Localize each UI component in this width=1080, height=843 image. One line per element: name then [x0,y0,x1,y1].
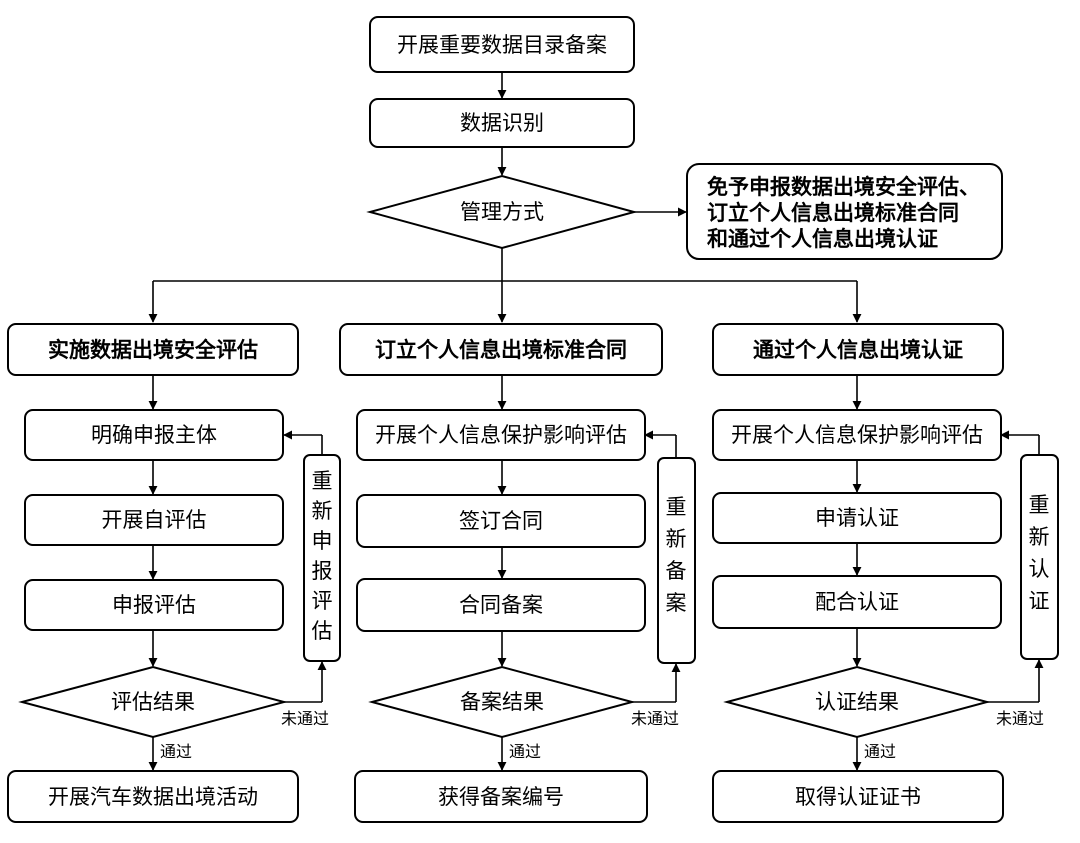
right-step1: 开展个人信息保护影响评估 [712,409,1002,461]
right-title-label: 通过个人信息出境认证 [753,338,963,362]
right-decision-label: 认证结果 [815,690,899,714]
node-exempt-line1: 免予申报数据出境安全评估、 [707,175,980,199]
mid-step2: 签订合同 [356,494,646,548]
left-title-label: 实施数据出境安全评估 [48,338,258,362]
decision-mode-label: 管理方式 [460,200,544,224]
left-pass-label: 通过 [160,742,192,761]
left-retry-char: 申 [312,529,333,553]
mid-result-label: 获得备案编号 [438,785,564,809]
left-result-label: 开展汽车数据出境活动 [48,785,258,809]
mid-decision-label: 备案结果 [460,690,544,714]
left-retry-char: 重 [312,469,333,493]
left-fail-label: 未通过 [281,709,329,728]
mid-retry-box: 重 新 备 案 [657,457,696,664]
left-retry-char: 评 [312,589,333,613]
node-exempt-line2: 订立个人信息出境标准合同 [707,201,959,225]
mid-fail-label: 未通过 [631,709,679,728]
left-retry-box: 重 新 申 报 评 估 [303,454,341,662]
right-retry-box: 重 新 认 证 [1020,454,1059,660]
left-step3-label: 申报评估 [112,593,196,617]
mid-retry-char: 备 [666,559,687,583]
right-step3-label: 配合认证 [815,590,899,614]
mid-result: 获得备案编号 [354,770,648,823]
left-title: 实施数据出境安全评估 [7,323,299,376]
node-exempt: 免予申报数据出境安全评估、 订立个人信息出境标准合同 和通过个人信息出境认证 [686,163,1003,260]
right-pass-label: 通过 [864,742,896,761]
right-retry-char: 重 [1029,493,1050,517]
right-step2: 申请认证 [712,492,1002,544]
right-decision: 认证结果 [723,665,991,739]
decision-mode: 管理方式 [366,174,638,250]
left-retry-char: 新 [312,499,333,523]
mid-title: 订立个人信息出境标准合同 [339,323,663,376]
left-retry-char: 估 [312,619,333,643]
right-retry-char: 认 [1029,557,1050,581]
right-retry-char: 新 [1029,525,1050,549]
right-result: 取得认证证书 [712,770,1004,823]
left-result: 开展汽车数据出境活动 [7,770,299,823]
node-exempt-line3: 和通过个人信息出境认证 [707,227,938,251]
left-retry-char: 报 [312,559,333,583]
node-catalog: 开展重要数据目录备案 [369,16,635,73]
right-step2-label: 申请认证 [815,506,899,530]
left-decision: 评估结果 [18,665,288,739]
node-identify-label: 数据识别 [460,111,544,135]
node-catalog-label: 开展重要数据目录备案 [397,33,607,57]
right-step3: 配合认证 [712,575,1002,629]
right-fail-label: 未通过 [996,709,1044,728]
left-decision-label: 评估结果 [111,690,195,714]
left-step2: 开展自评估 [24,494,284,546]
mid-step3: 合同备案 [356,578,646,632]
mid-pass-label: 通过 [509,742,541,761]
right-retry-char: 证 [1029,589,1050,613]
node-identify: 数据识别 [369,98,635,148]
right-result-label: 取得认证证书 [795,785,921,809]
mid-retry-char: 新 [666,527,687,551]
left-step1-label: 明确申报主体 [91,423,217,447]
left-step1: 明确申报主体 [24,409,284,461]
mid-step1-label: 开展个人信息保护影响评估 [375,423,627,447]
mid-retry-char: 案 [666,591,687,615]
mid-retry-char: 重 [666,495,687,519]
right-step1-label: 开展个人信息保护影响评估 [731,423,983,447]
left-step2-label: 开展自评估 [102,508,207,532]
mid-decision: 备案结果 [368,665,636,739]
left-step3: 申报评估 [24,579,284,631]
right-title: 通过个人信息出境认证 [712,323,1004,376]
mid-step3-label: 合同备案 [459,593,543,617]
mid-step1: 开展个人信息保护影响评估 [356,409,646,461]
mid-title-label: 订立个人信息出境标准合同 [375,338,627,362]
mid-step2-label: 签订合同 [459,509,543,533]
